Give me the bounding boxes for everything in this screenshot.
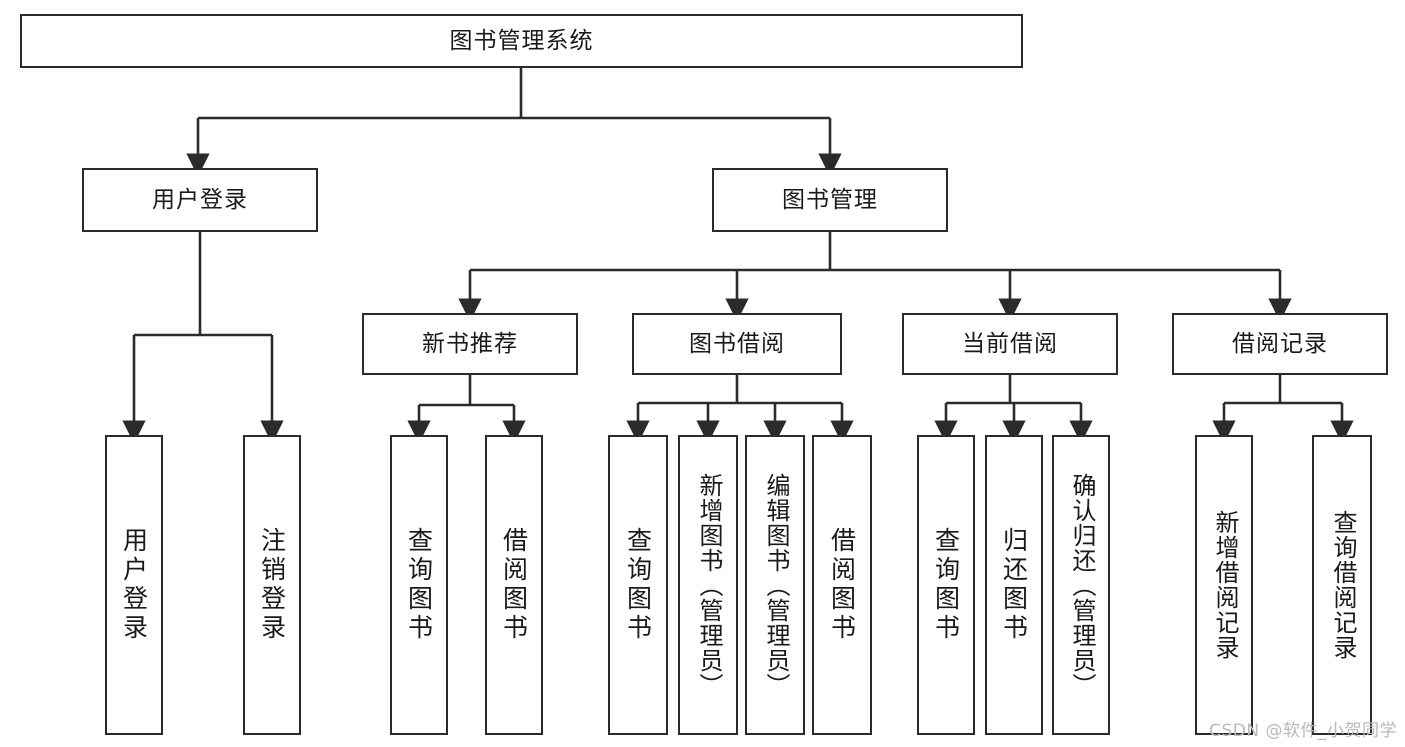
node-leaf-query-3[interactable]: 查询图书 [917, 435, 975, 735]
node-label: 查询图书 [623, 527, 653, 643]
node-new-book-rec[interactable]: 新书推荐 [362, 313, 578, 375]
node-label: 用户登录 [152, 186, 248, 213]
node-label: 新增图书（管理员） [694, 472, 723, 698]
node-leaf-return[interactable]: 归还图书 [985, 435, 1043, 735]
node-label: 新书推荐 [422, 330, 518, 357]
node-label: 借阅记录 [1232, 330, 1328, 357]
node-label: 编辑图书（管理员） [761, 472, 790, 698]
node-label: 注销登录 [257, 527, 287, 643]
node-label: 图书管理系统 [449, 27, 594, 54]
node-label: 用户登录 [119, 527, 149, 643]
node-leaf-edit-book[interactable]: 编辑图书（管理员） [745, 435, 805, 735]
node-label: 查询图书 [404, 527, 434, 643]
node-label: 确认归还（管理员） [1067, 472, 1096, 698]
node-leaf-logout[interactable]: 注销登录 [243, 435, 301, 735]
connector-bus [638, 375, 842, 405]
node-label: 当前借阅 [962, 330, 1058, 357]
node-leaf-query-1[interactable]: 查询图书 [390, 435, 448, 735]
node-label: 查询图书 [931, 527, 961, 643]
node-label: 图书管理 [782, 186, 878, 213]
node-book-manage[interactable]: 图书管理 [712, 168, 948, 232]
node-book-borrow[interactable]: 图书借阅 [632, 313, 842, 375]
node-label: 新增借阅记录 [1210, 510, 1239, 660]
node-root[interactable]: 图书管理系统 [20, 14, 1023, 68]
node-leaf-confirm[interactable]: 确认归还（管理员） [1052, 435, 1110, 735]
node-leaf-add-book[interactable]: 新增图书（管理员） [678, 435, 738, 735]
node-label: 归还图书 [999, 527, 1029, 643]
connector-bus [419, 375, 514, 407]
node-leaf-user-login[interactable]: 用户登录 [105, 435, 163, 735]
connector-bus [198, 68, 830, 120]
connector-bus [134, 232, 272, 337]
node-borrow-record[interactable]: 借阅记录 [1172, 313, 1388, 375]
node-current-borrow[interactable]: 当前借阅 [902, 313, 1118, 375]
node-leaf-borrow-1[interactable]: 借阅图书 [485, 435, 543, 735]
node-label: 图书借阅 [689, 330, 785, 357]
node-leaf-borrow-2[interactable]: 借阅图书 [812, 435, 872, 735]
node-label: 借阅图书 [499, 527, 529, 643]
connector-bus [946, 375, 1081, 405]
node-user-login[interactable]: 用户登录 [82, 168, 318, 232]
connector-bus [1224, 375, 1342, 405]
node-label: 查询借阅记录 [1328, 510, 1357, 660]
node-label: 借阅图书 [827, 527, 857, 643]
node-leaf-query-2[interactable]: 查询图书 [608, 435, 668, 735]
node-leaf-query-rec[interactable]: 查询借阅记录 [1312, 435, 1372, 735]
connector-bus [470, 232, 1280, 272]
csdn-watermark: CSDN @软件_小贺同学 [1209, 721, 1397, 741]
node-leaf-add-rec[interactable]: 新增借阅记录 [1195, 435, 1253, 735]
